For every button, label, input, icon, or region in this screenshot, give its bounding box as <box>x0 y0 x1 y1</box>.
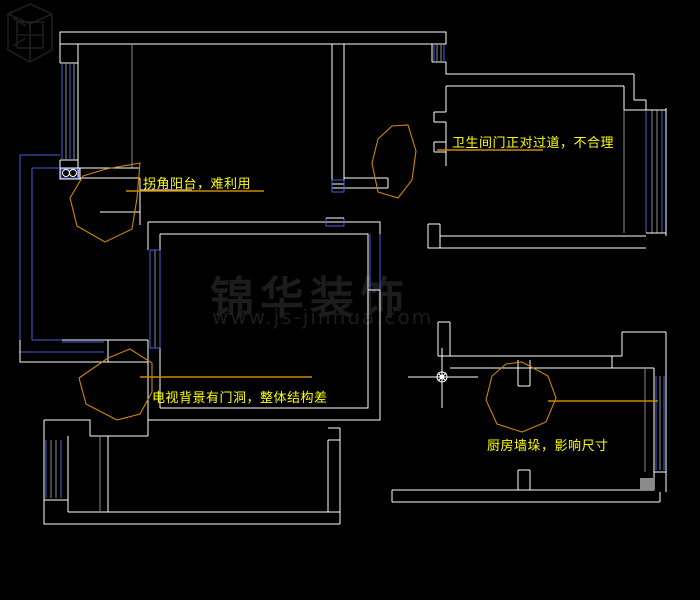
upper-middle-room <box>331 43 446 193</box>
lower-left-room <box>43 419 341 525</box>
window-right-upper <box>645 108 667 236</box>
node-snap-marker <box>408 348 478 408</box>
opening-living-left <box>149 249 161 349</box>
opening-living-right <box>368 234 381 291</box>
upper-right-rooms <box>427 62 667 249</box>
callout-circle-balcony[interactable] <box>69 162 141 243</box>
kitchen-room <box>391 321 667 503</box>
central-living-room <box>147 217 381 421</box>
upper-left-rooms <box>59 31 447 225</box>
annotation-kitchen-pier[interactable]: 厨房墙垛，影响尺寸 <box>487 439 609 454</box>
annotation-balcony[interactable]: 拐角阳台，难利用 <box>143 177 252 192</box>
callout-circle-tv[interactable] <box>78 348 153 421</box>
balcony-outline-left <box>19 154 149 363</box>
annotation-tv-wall[interactable]: 电视背景有门洞，整体结构差 <box>152 391 328 406</box>
window-left-upper <box>61 63 75 160</box>
window-symbol-box <box>59 167 81 180</box>
window-kitchen-right <box>655 376 665 470</box>
callout-circle-kitchen[interactable] <box>485 361 557 433</box>
annotation-bathroom-door[interactable]: 卫生间门正对过道，不合理 <box>452 136 615 151</box>
window-lower-left <box>45 440 62 498</box>
window-top-right <box>433 44 445 62</box>
callout-circle-bathroom[interactable] <box>371 124 417 199</box>
